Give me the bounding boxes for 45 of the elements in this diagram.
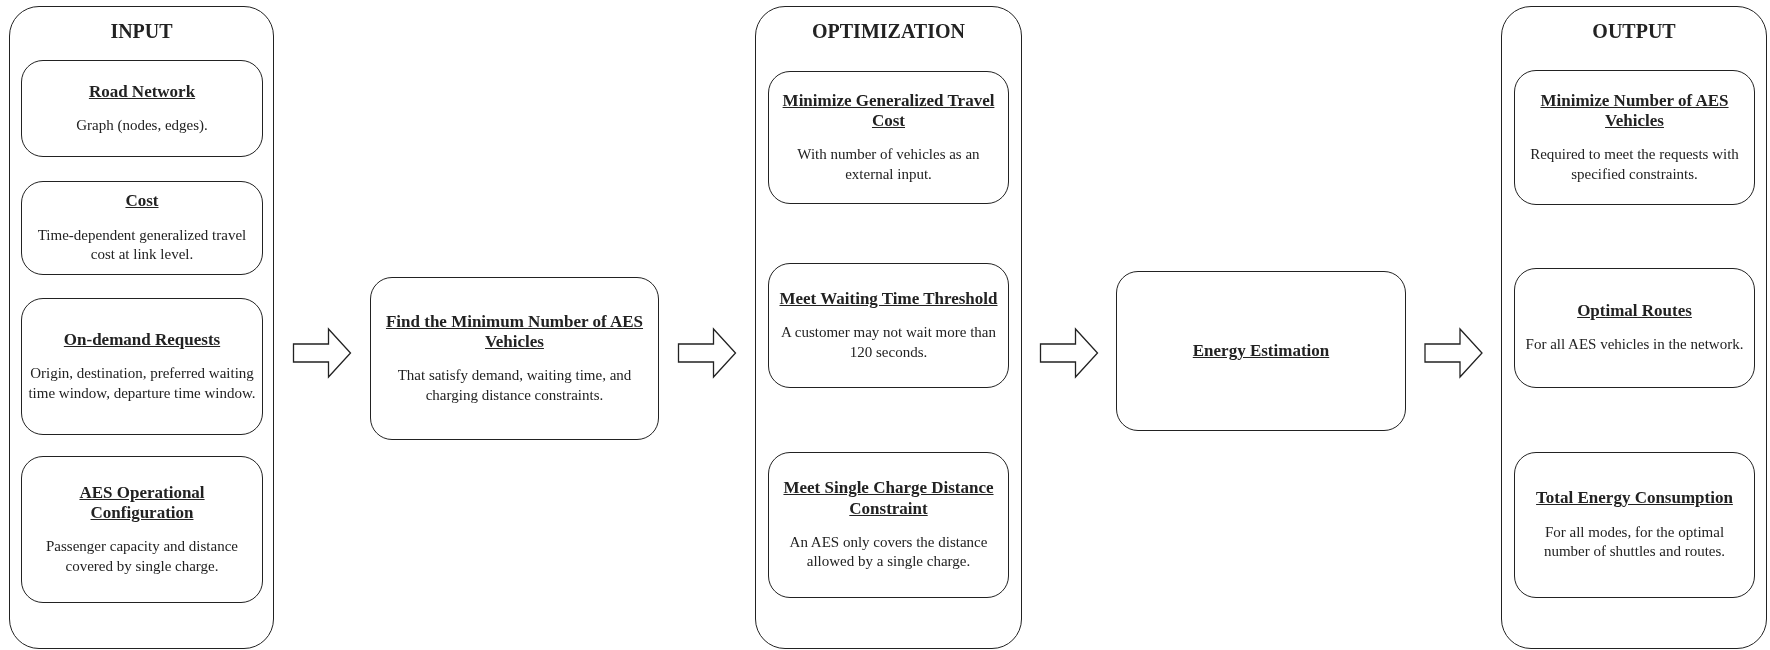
heading: Meet Single Charge Distance Constraint <box>782 478 995 519</box>
heading: Road Network <box>88 81 196 102</box>
process-box <box>768 263 1009 388</box>
heading: Minimize Generalized Travel Cost <box>781 90 996 132</box>
process-box <box>21 456 263 603</box>
heading: OPTIMIZATION <box>812 19 965 43</box>
heading: Energy Estimation <box>1192 340 1330 362</box>
group-panel <box>755 6 1022 649</box>
group-panel <box>1501 6 1767 649</box>
process-box <box>21 181 263 275</box>
process-box <box>370 277 659 440</box>
heading: Cost <box>125 191 159 212</box>
heading: Minimize Number of AES Vehicles <box>1539 90 1730 132</box>
description: For all modes, for the optimal number of shuttles and routes. <box>1542 522 1727 562</box>
description: For all AES vehicles in the network. <box>1525 335 1744 355</box>
block-arrow <box>677 327 737 379</box>
process-box <box>21 60 263 157</box>
block-arrow <box>1039 327 1099 379</box>
heading: Find the Minimum Number of AES Vehicles <box>384 311 645 353</box>
heading: Total Energy Consumption <box>1536 488 1733 509</box>
description: Origin, destination, preferred waiting time window, departure time window. <box>28 364 256 403</box>
process-box <box>1514 452 1755 598</box>
description: Time-dependent generalized travel cost at link level. <box>36 225 248 265</box>
description: Passenger capacity and distance covered by single charge. <box>45 537 239 576</box>
description: An AES only covers the distance allowed by a single charge. <box>788 532 989 572</box>
block-arrow <box>1424 327 1483 379</box>
heading: Meet Waiting Time Threshold <box>779 288 998 310</box>
description: A customer may not wait more than 120 seconds. <box>780 323 997 362</box>
process-box <box>768 452 1009 598</box>
process-box <box>1514 268 1755 388</box>
process-box <box>1116 271 1406 431</box>
description: With number of vehicles as an external input. <box>796 145 981 184</box>
heading: OUTPUT <box>1592 19 1676 43</box>
heading: AES Operational Configuration <box>78 482 206 524</box>
description: That satisfy demand, waiting time, and charging distance constraints. <box>396 366 633 405</box>
process-box <box>1514 70 1755 205</box>
process-box <box>768 71 1009 204</box>
heading: On-demand Requests <box>63 329 221 351</box>
description: Required to meet the requests with specified constraints. <box>1529 145 1740 184</box>
process-box <box>21 298 263 435</box>
description: Graph (nodes, edges). <box>76 115 208 135</box>
heading: Optimal Routes <box>1577 301 1692 322</box>
heading: INPUT <box>110 19 173 43</box>
block-arrow <box>292 327 352 379</box>
group-panel <box>9 6 274 649</box>
